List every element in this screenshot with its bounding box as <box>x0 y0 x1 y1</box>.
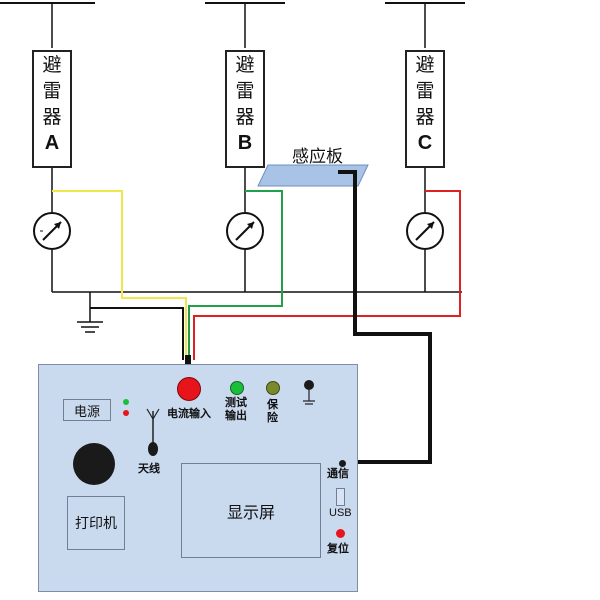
reset-label: 复位 <box>327 542 349 555</box>
arrester-a-char-3: 器 <box>42 106 62 128</box>
ground-wire <box>90 307 184 360</box>
power-led-green <box>123 399 129 405</box>
phase-c-wire <box>193 190 461 360</box>
ammeter-icon <box>406 212 444 250</box>
arrester-b: 避 雷 器 B <box>225 50 265 168</box>
test-output-label-line-1: 测试 <box>225 396 247 409</box>
arrester-b-char-1: 避 <box>235 54 255 76</box>
test-output-led <box>230 381 244 395</box>
power-button[interactable]: 电源 <box>63 399 111 421</box>
power-led-red <box>123 410 129 416</box>
arrester-c-char-2: 雷 <box>415 80 435 102</box>
antenna-label: 天线 <box>138 462 160 475</box>
ammeter-icon <box>226 212 264 250</box>
comm-cable <box>338 170 432 464</box>
arrester-c-letter: C <box>417 132 433 154</box>
antenna-icon <box>146 408 160 456</box>
arrester-c: 避 雷 器 C <box>405 50 445 168</box>
comm-port[interactable] <box>339 460 346 467</box>
fuse-indicator <box>266 381 280 395</box>
printer-button[interactable]: 打印机 <box>67 496 125 550</box>
arrester-a-char-2: 雷 <box>42 80 62 102</box>
arrester-b-char-2: 雷 <box>235 80 255 102</box>
display-screen: 显示屏 <box>181 463 321 558</box>
reset-button[interactable] <box>336 529 345 538</box>
arrester-a: 避 雷 器 A <box>32 50 72 168</box>
arrester-c-char-1: 避 <box>415 54 435 76</box>
comm-label: 通信 <box>327 467 349 480</box>
sensor-plate <box>257 164 369 187</box>
speaker-icon <box>73 443 115 485</box>
test-output-label-line-2: 输出 <box>225 409 247 422</box>
usb-port[interactable] <box>336 488 345 506</box>
sensor-plate-label: 感应板 <box>292 147 343 167</box>
fuse-label-line-2: 险 <box>267 411 278 424</box>
test-output-label: 测试 输出 <box>225 396 247 422</box>
arrester-b-char-3: 器 <box>235 106 255 128</box>
ammeter-icon <box>33 212 71 250</box>
phase-a-wire <box>52 190 187 360</box>
arrester-b-letter: B <box>237 132 253 154</box>
ground-icon <box>77 292 103 333</box>
usb-label: USB <box>329 507 352 519</box>
arrester-c-char-3: 器 <box>415 106 435 128</box>
current-input-jack[interactable] <box>177 377 201 401</box>
arrester-a-char-1: 避 <box>42 54 62 76</box>
ground-terminal-icon[interactable] <box>301 379 317 413</box>
arrester-a-letter: A <box>44 132 60 154</box>
fuse-label-line-1: 保 <box>267 398 278 411</box>
tester-panel: 电源 天线 电流输入 测试 输出 保 险 <box>38 364 358 592</box>
fuse-label: 保 险 <box>267 398 278 424</box>
phase-b-wire <box>188 190 283 360</box>
current-input-label: 电流输入 <box>167 407 211 420</box>
